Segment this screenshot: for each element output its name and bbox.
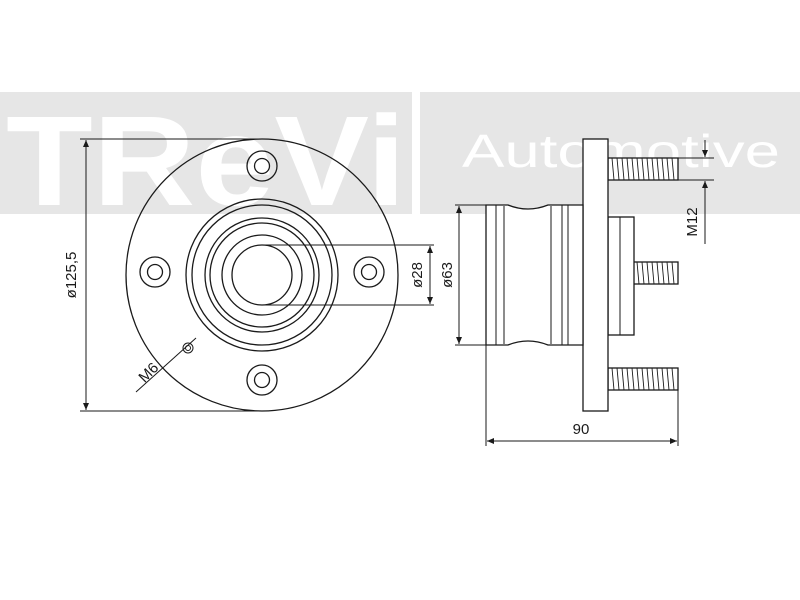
hub-pilot — [607, 216, 635, 336]
stud-thread-line — [656, 367, 660, 391]
stud-thread-line — [666, 261, 670, 285]
dim-hub-diameter: ø63 — [439, 204, 486, 346]
bearing-body — [485, 204, 584, 346]
stud-thread-line — [651, 261, 655, 285]
stud-thread-line — [661, 367, 665, 391]
dim-label-hub: ø63 — [439, 262, 456, 288]
watermark-band-right — [420, 92, 800, 214]
watermark: TReVi Automotive — [0, 90, 800, 233]
stud-thread-line — [656, 261, 660, 285]
stud-thread-line — [626, 157, 630, 181]
bolt-hole-left — [139, 256, 171, 288]
dim-label-m12: M12 — [684, 207, 701, 236]
stud-thread-line — [621, 157, 625, 181]
stud-thread-line — [611, 157, 615, 181]
dim-bore-diameter: ø28 — [262, 244, 434, 306]
stud-thread-line — [631, 367, 635, 391]
stud-thread-line — [636, 157, 640, 181]
stud-thread-line — [636, 367, 640, 391]
stud-thread-line — [616, 367, 620, 391]
stud-thread-line — [616, 157, 620, 181]
stud-top — [607, 157, 679, 181]
hub-ring-5 — [221, 234, 303, 316]
stud-thread-line — [641, 367, 645, 391]
stud-thread-line — [661, 261, 665, 285]
dim-bolt-thread: M6 — [135, 337, 197, 393]
watermark-band-left — [0, 92, 412, 214]
stud-thread-line — [661, 157, 665, 181]
dim-stud-thread: M12 — [678, 140, 714, 244]
dim-flange-diameter: ø125,5 — [63, 138, 262, 412]
stud-thread-line — [671, 261, 675, 285]
stud-thread-line — [671, 157, 675, 181]
stud-thread-line — [651, 367, 655, 391]
hub-ring-2 — [191, 204, 333, 346]
stud-thread-line — [636, 261, 640, 285]
stud-thread-line — [641, 157, 645, 181]
dim-label-flange: ø125,5 — [63, 252, 80, 299]
dim-label-length: 90 — [573, 421, 590, 438]
stud-thread-line — [666, 367, 670, 391]
hub-ring-3 — [204, 217, 320, 333]
side-view: ø63 M12 90 — [439, 138, 714, 446]
stud-thread-line — [656, 157, 660, 181]
bore-circle — [231, 244, 293, 306]
stud-thread-line — [646, 367, 650, 391]
stud-thread-line — [626, 367, 630, 391]
flange-side — [582, 138, 609, 412]
stud-thread-line — [646, 157, 650, 181]
stud-thread-line — [646, 261, 650, 285]
stud-bottom — [607, 367, 679, 391]
bolt-hole-top — [246, 150, 278, 182]
dim-label-bore: ø28 — [409, 262, 426, 288]
stud-thread-line — [621, 367, 625, 391]
dim-overall-length: 90 — [485, 345, 679, 446]
bolt-hole-right — [353, 256, 385, 288]
stud-thread-line — [666, 157, 670, 181]
stud-thread-line — [611, 367, 615, 391]
hub-ring-4 — [209, 222, 315, 328]
stud-thread-line — [641, 261, 645, 285]
bolt-hole-bottom — [246, 364, 278, 396]
stud-thread-line — [671, 367, 675, 391]
watermark-brand: TReVi — [6, 90, 406, 233]
stud-thread-line — [631, 157, 635, 181]
hub-outer-ring — [185, 198, 339, 352]
stud-thread-line — [651, 157, 655, 181]
